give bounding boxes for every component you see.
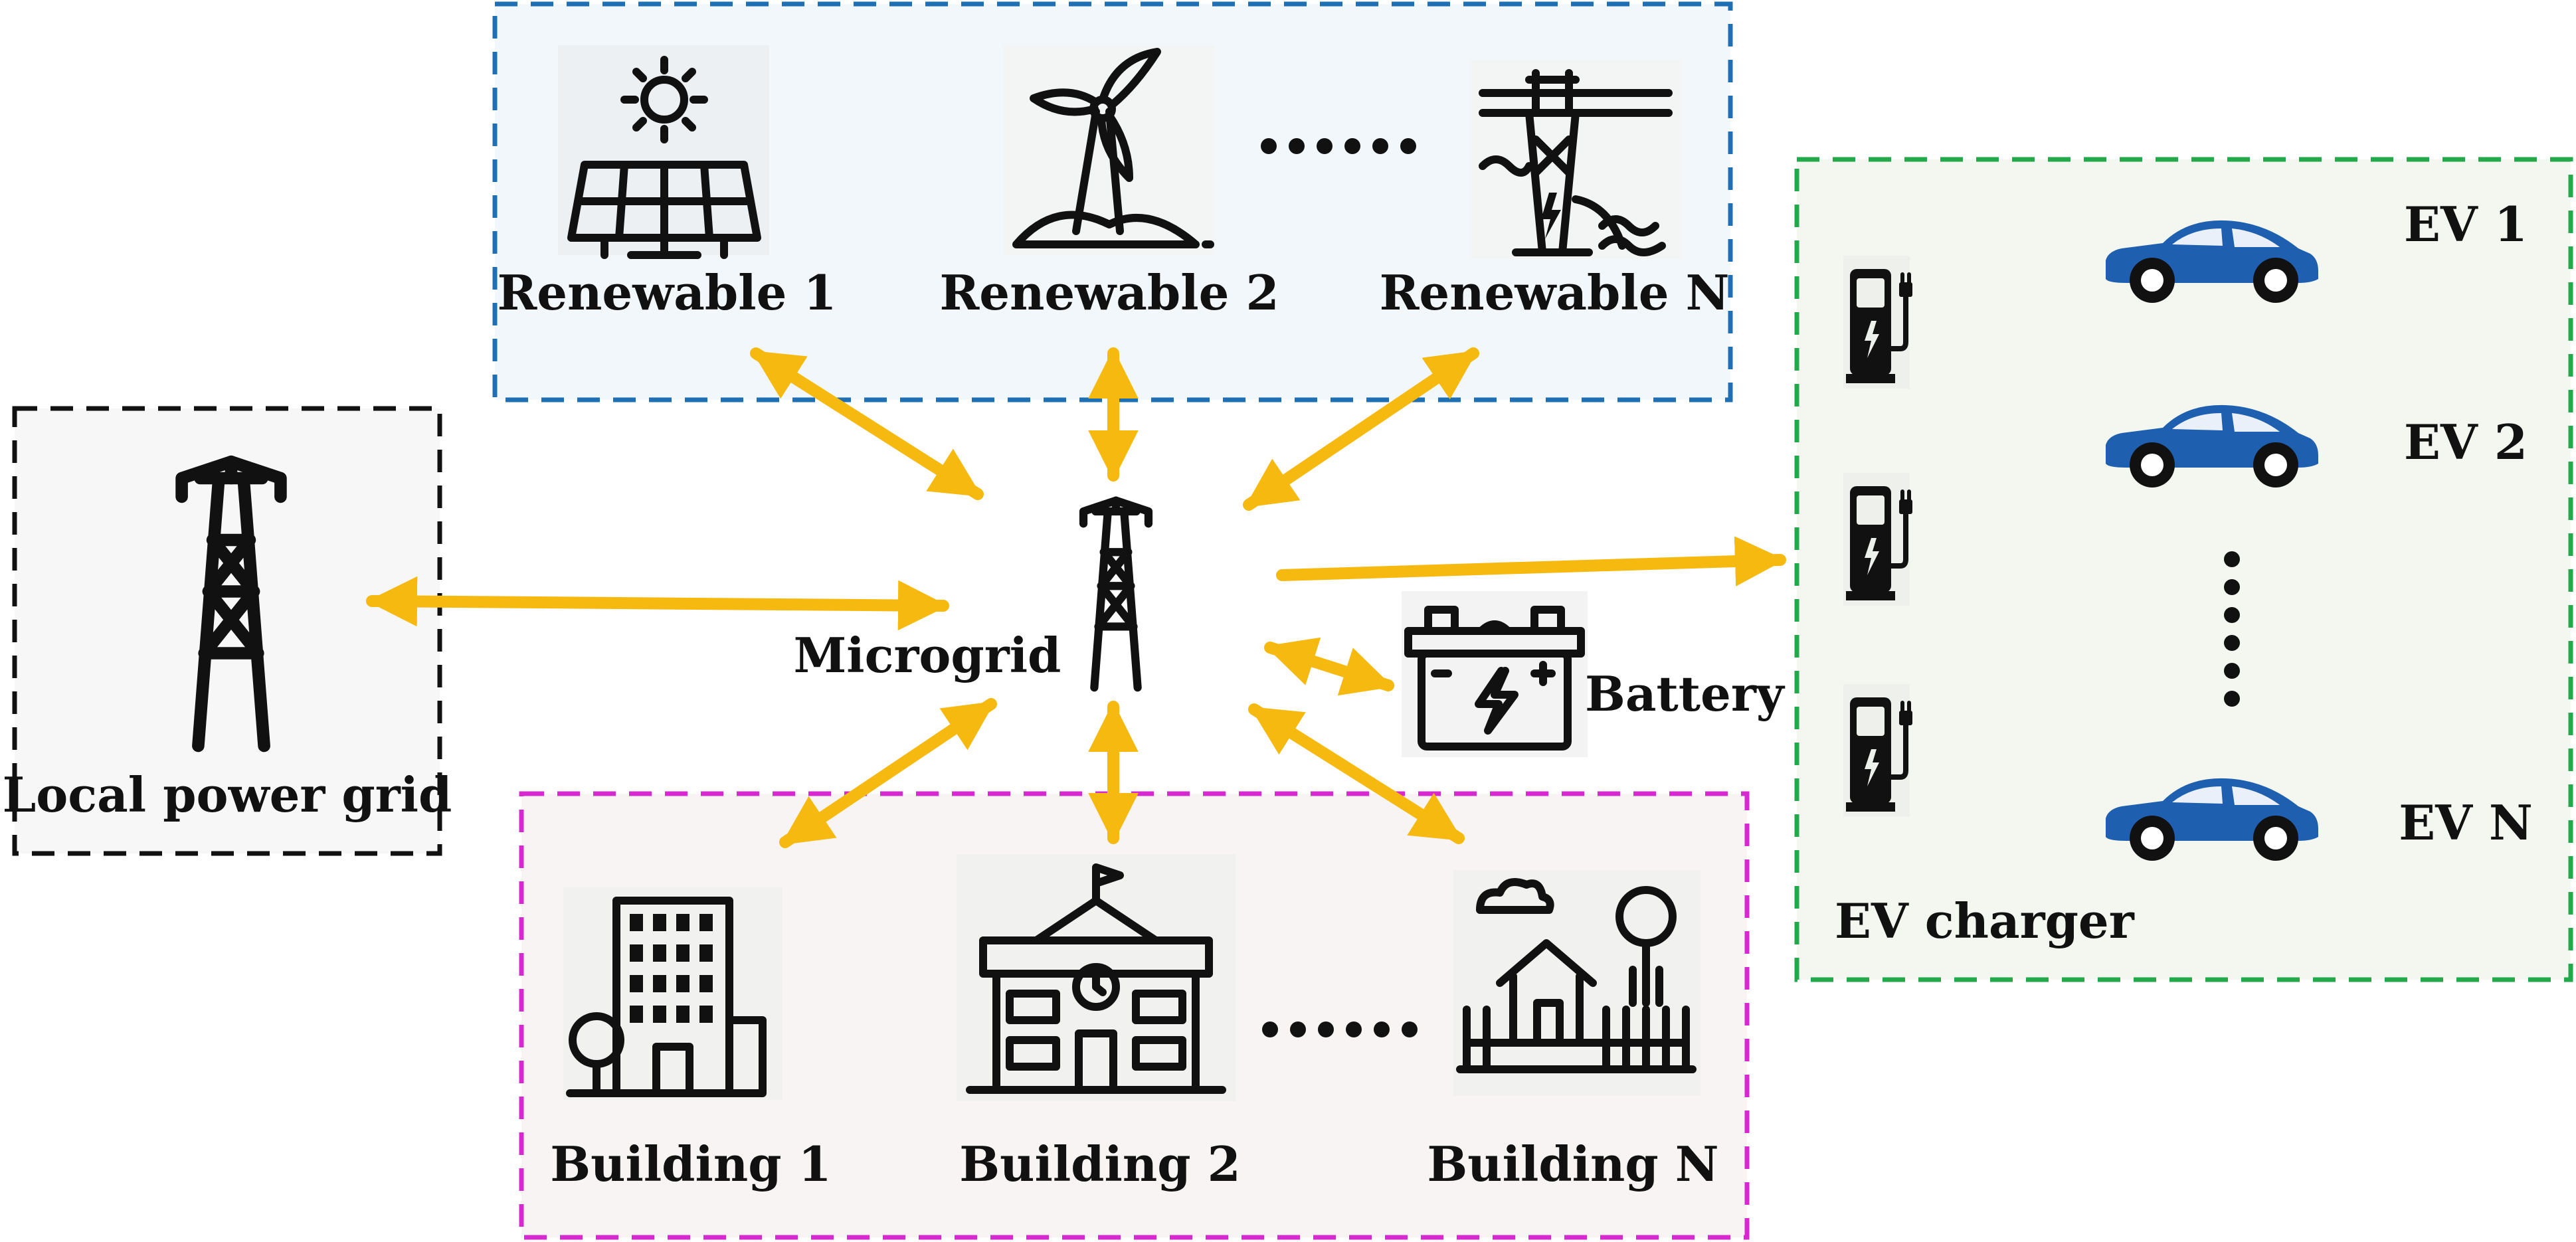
office-building-icon — [563, 887, 782, 1100]
ev-charging-station-icon — [1843, 684, 1912, 817]
house-icon — [1453, 870, 1701, 1096]
local-grid-label: Local power grid — [3, 766, 452, 823]
transmission-tower-icon — [1083, 501, 1149, 688]
ev-charging-station-icon — [1843, 256, 1912, 389]
ev-border — [1794, 157, 2573, 982]
buildings-group: Building 1 Building 2 Building N — [519, 791, 1750, 1240]
renewables-ellipsis — [1261, 138, 1416, 154]
ev-group: EV 1 EV 2 EV N EV charger — [1794, 157, 2573, 982]
arrow-renewable-n — [1243, 347, 1479, 511]
renewable-1-label: Renewable 1 — [497, 264, 836, 321]
ev-ellipsis — [2224, 551, 2240, 707]
arrow-local-grid — [366, 576, 949, 631]
building-1-label: Building 1 — [550, 1136, 831, 1192]
microgrid-node: Microgrid — [794, 501, 1149, 688]
renewables-group: Renewable 1 Renewable 2 Renewable N — [492, 1, 1733, 402]
buildings-ellipsis — [1262, 1021, 1418, 1037]
arrow-ev — [1276, 536, 1786, 586]
flow-arrows — [366, 347, 1786, 848]
battery-node: Battery — [1402, 591, 1786, 757]
arrow-building-n — [1248, 703, 1465, 844]
ev-charger-label: EV charger — [1835, 893, 2135, 949]
battery-icon — [1402, 591, 1588, 757]
hydropower-dam-icon — [1469, 60, 1682, 259]
ev-n-label: EV N — [2399, 794, 2533, 851]
building-n-label: Building N — [1427, 1136, 1718, 1192]
battery-label: Battery — [1585, 665, 1786, 722]
school-building-icon — [957, 854, 1236, 1101]
local-grid-group: Local power grid — [3, 406, 452, 856]
arrow-renewable-1 — [750, 347, 984, 500]
wind-turbine-icon — [1003, 45, 1214, 255]
ev-charging-station-icon — [1843, 473, 1912, 606]
building-2-label: Building 2 — [959, 1136, 1240, 1192]
ev-1-label: EV 1 — [2404, 196, 2528, 252]
arrow-building-1 — [779, 698, 997, 848]
ev-2-label: EV 2 — [2404, 414, 2528, 470]
renewable-n-label: Renewable N — [1380, 264, 1730, 321]
microgrid-label: Microgrid — [794, 627, 1061, 683]
solar-panel-icon — [558, 45, 769, 259]
arrow-battery — [1264, 637, 1394, 696]
renewable-2-label: Renewable 2 — [939, 264, 1279, 321]
